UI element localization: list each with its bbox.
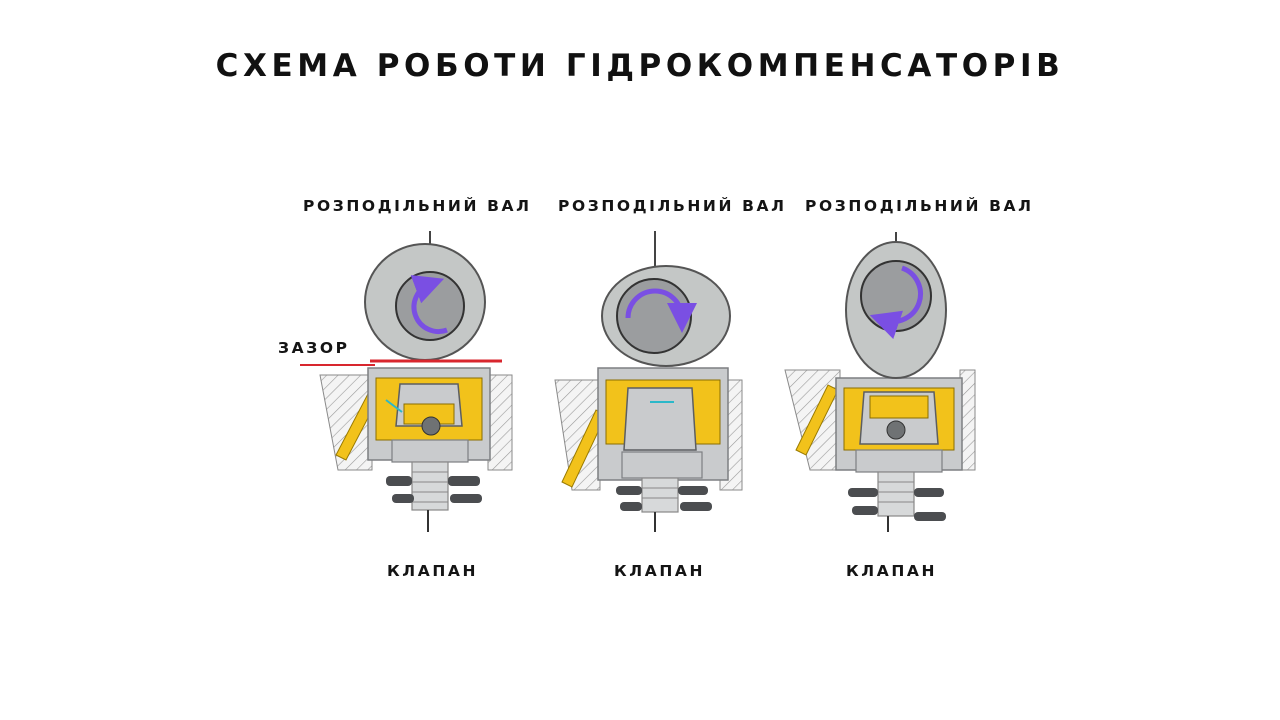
rotation-arrow-icon xyxy=(410,275,448,335)
spring-retainer-left xyxy=(616,486,642,495)
spring-coils xyxy=(412,471,448,503)
cylinder-head-right xyxy=(487,374,513,471)
rotation-arrow-icon xyxy=(869,265,924,340)
page-title: СХЕМА РОБОТИ ГІДРОКОМПЕНСАТОРІВ xyxy=(215,48,1065,84)
lifter-base xyxy=(855,449,943,473)
spring-retainer-right xyxy=(678,486,708,495)
stage-3 xyxy=(784,232,976,532)
gap-label: ЗАЗОР xyxy=(278,339,350,357)
spring-retainer-left-2 xyxy=(620,502,642,511)
stage-2 xyxy=(554,231,743,532)
camshaft-label-2: РОЗПОДІЛЬНИЙ ВАЛ xyxy=(558,197,787,215)
spring-retainer-right xyxy=(448,476,480,486)
valve-label-3: КЛАПАН xyxy=(846,562,938,580)
spring-retainer-right-2 xyxy=(450,494,482,503)
spring-retainer-left xyxy=(848,488,878,497)
valve-label-1: КЛАПАН xyxy=(387,562,479,580)
valve-spring xyxy=(877,471,915,517)
plunger xyxy=(623,387,697,451)
valve-label-2: КЛАПАН xyxy=(614,562,706,580)
spring-retainer-left xyxy=(386,476,412,486)
spring-retainer-left-2 xyxy=(852,506,878,515)
check-valve-ball xyxy=(886,420,906,440)
lifter-base xyxy=(621,451,703,479)
spring-retainer-right-2 xyxy=(914,512,946,521)
check-valve-ball xyxy=(421,416,441,436)
lifter-base xyxy=(391,439,469,463)
valve-spring xyxy=(411,461,449,511)
camshaft-label-1: РОЗПОДІЛЬНИЙ ВАЛ xyxy=(303,197,532,215)
spring-coils xyxy=(878,481,914,503)
spring-coils xyxy=(642,487,678,499)
camshaft-label-3: РОЗПОДІЛЬНИЙ ВАЛ xyxy=(805,197,1034,215)
spring-retainer-right xyxy=(914,488,944,497)
flow-arrow xyxy=(385,399,403,413)
stage-1 xyxy=(300,231,513,532)
spring-retainer-right-2 xyxy=(680,502,712,511)
valve-spring xyxy=(641,477,679,513)
rotation-arrow-icon xyxy=(625,288,697,333)
inner-oil xyxy=(869,395,929,419)
cylinder-head-left xyxy=(319,374,373,471)
cylinder-head-left xyxy=(554,379,601,491)
spring-retainer-left-2 xyxy=(392,494,414,503)
